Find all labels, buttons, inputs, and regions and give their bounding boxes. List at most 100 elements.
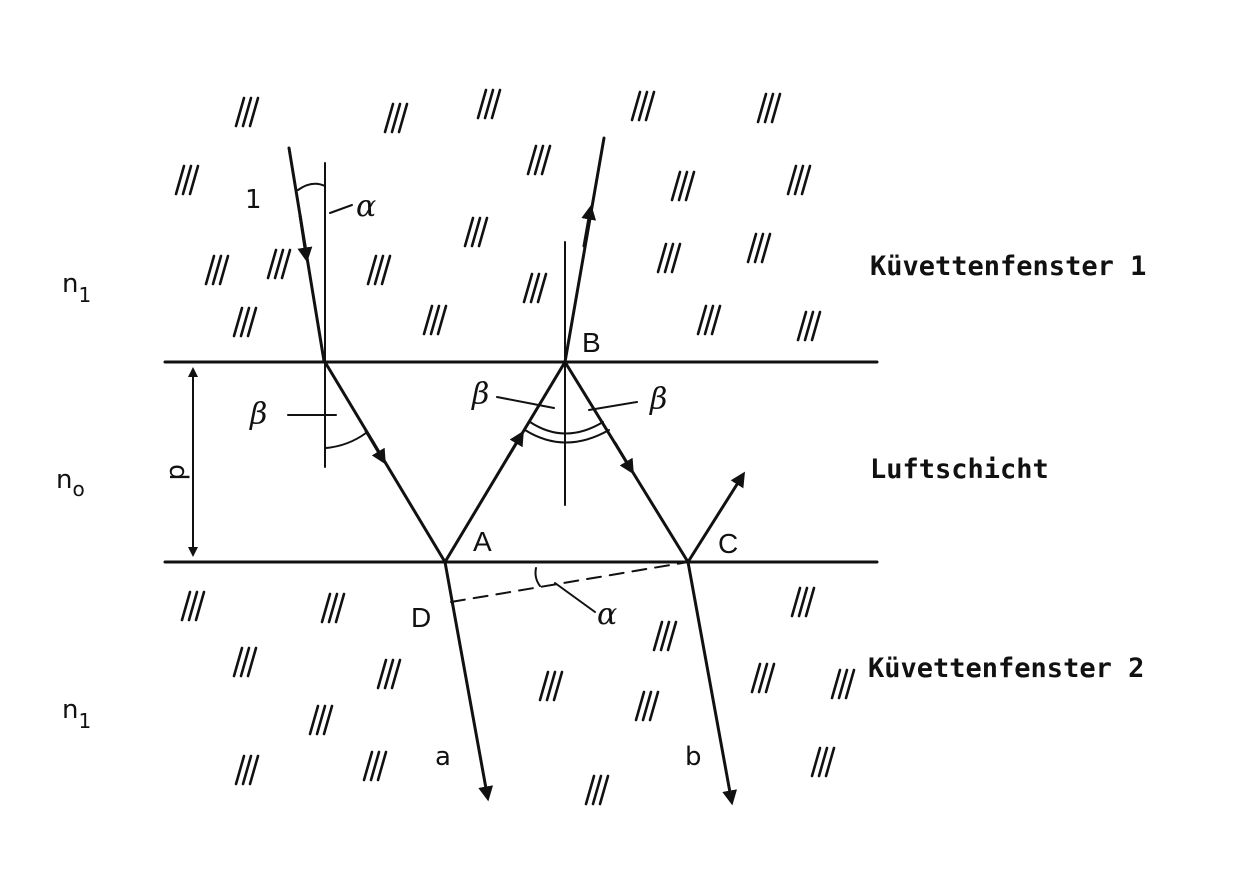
hatch-stroke: [218, 254, 230, 286]
hatch-stroke: [644, 90, 656, 122]
hatch-mark: [696, 304, 722, 336]
hatch-stroke: [756, 92, 768, 124]
hatch-mark: [538, 670, 564, 702]
index-label-bottom: n1: [62, 695, 91, 733]
hatch-mark: [204, 254, 230, 286]
hatch-stroke: [659, 620, 671, 652]
hatch-stroke: [637, 90, 649, 122]
hatch-stroke: [308, 704, 320, 736]
hatch-stroke: [273, 248, 285, 280]
hatch-stroke: [362, 750, 374, 782]
angle-label-beta-left: β: [249, 397, 267, 432]
angle-label-beta-mid-right: β: [649, 382, 667, 417]
hatch-stroke: [634, 690, 646, 722]
hatch-stroke: [810, 310, 822, 342]
beta-mid-left-leader: [496, 396, 555, 409]
hatch-stroke: [790, 586, 802, 618]
transmitted-ray-B-arrow: [581, 204, 597, 248]
hatch-stroke: [204, 254, 216, 286]
hatch-stroke: [174, 164, 186, 196]
hatch-stroke: [246, 646, 258, 678]
hatch-stroke: [248, 754, 260, 786]
hatch-mark: [362, 750, 388, 782]
hatch-mark: [463, 216, 489, 248]
outgoing-ray-a: [443, 560, 494, 802]
hatch-stroke: [187, 590, 199, 622]
ray-label-b: b: [685, 742, 702, 772]
reflected-ray-C: [686, 471, 746, 564]
hatch-mark: [232, 306, 258, 338]
transmitted-ray-B: [563, 136, 606, 364]
hatch-stroke: [545, 670, 557, 702]
hatch-mark: [234, 96, 260, 128]
hatch-stroke: [234, 754, 246, 786]
hatch-stroke: [830, 668, 842, 700]
beta-mid-arc-1: [529, 421, 604, 435]
hatch-mark: [656, 242, 682, 274]
hatch-stroke: [280, 248, 292, 280]
hatch-stroke: [536, 272, 548, 304]
hatch-mark: [308, 704, 334, 736]
alpha-bottom-leader: [554, 582, 596, 613]
hatch-stroke: [246, 306, 258, 338]
point-label-B: B: [582, 327, 601, 358]
hatch-stroke: [241, 96, 253, 128]
hatch-mark: [750, 662, 776, 694]
hatch-stroke: [710, 304, 722, 336]
hatch-stroke: [670, 170, 682, 202]
hatch-stroke: [800, 164, 812, 196]
hatch-stroke: [334, 592, 346, 624]
hatch-stroke: [670, 242, 682, 274]
hatch-mark: [266, 248, 292, 280]
hatch-stroke: [796, 310, 808, 342]
hatch-stroke: [490, 88, 502, 120]
point-label-C: C: [718, 528, 738, 559]
ray-A-to-B-arrow: [506, 430, 524, 459]
hatch-stroke: [429, 304, 441, 336]
hatch-stroke: [824, 746, 836, 778]
outgoing-ray-b: [686, 560, 738, 806]
beta-mid-arc-2: [524, 429, 610, 444]
hatch-stroke: [656, 242, 668, 274]
hatch-stroke: [239, 646, 251, 678]
hatch-stroke: [552, 670, 564, 702]
hatch-mark: [652, 620, 678, 652]
region-label-air: Luftschicht: [870, 454, 1049, 485]
hatch-stroke: [327, 592, 339, 624]
hatch-stroke: [390, 102, 402, 134]
hatch-mark: [634, 690, 660, 722]
hatch-stroke: [181, 164, 193, 196]
hatch-stroke: [641, 690, 653, 722]
point-label-A: A: [473, 526, 492, 557]
hatch-mark: [746, 232, 772, 264]
alpha-bottom-arc: [534, 567, 541, 587]
hatch-stroke: [684, 170, 696, 202]
hatch-mark: [796, 310, 822, 342]
hatch-mark: [422, 304, 448, 336]
hatch-stroke: [383, 102, 395, 134]
hatch-stroke: [764, 662, 776, 694]
hatch-mark: [180, 590, 206, 622]
hatch-stroke: [239, 306, 251, 338]
hatch-stroke: [522, 272, 534, 304]
hatch-mark: [320, 592, 346, 624]
hatch-stroke: [315, 704, 327, 736]
hatch-mark: [522, 272, 548, 304]
hatch-stroke: [248, 96, 260, 128]
hatch-stroke: [369, 750, 381, 782]
hatch-mark: [174, 164, 200, 196]
hatch-stroke: [598, 774, 610, 806]
alpha-top-leader: [329, 204, 353, 214]
hatch-stroke: [390, 658, 402, 690]
hatch-stroke: [696, 304, 708, 336]
hatch-stroke: [770, 92, 782, 124]
thickness-label: d: [163, 464, 193, 481]
hatch-stroke: [529, 272, 541, 304]
hatch-stroke: [630, 90, 642, 122]
hatch-mark: [526, 144, 552, 176]
hatch-stroke: [533, 144, 545, 176]
refracted-ray-to-A: [323, 360, 447, 564]
hatch-stroke: [666, 620, 678, 652]
incoming-ray-arrow: [297, 213, 313, 263]
hatch-stroke: [750, 662, 762, 694]
